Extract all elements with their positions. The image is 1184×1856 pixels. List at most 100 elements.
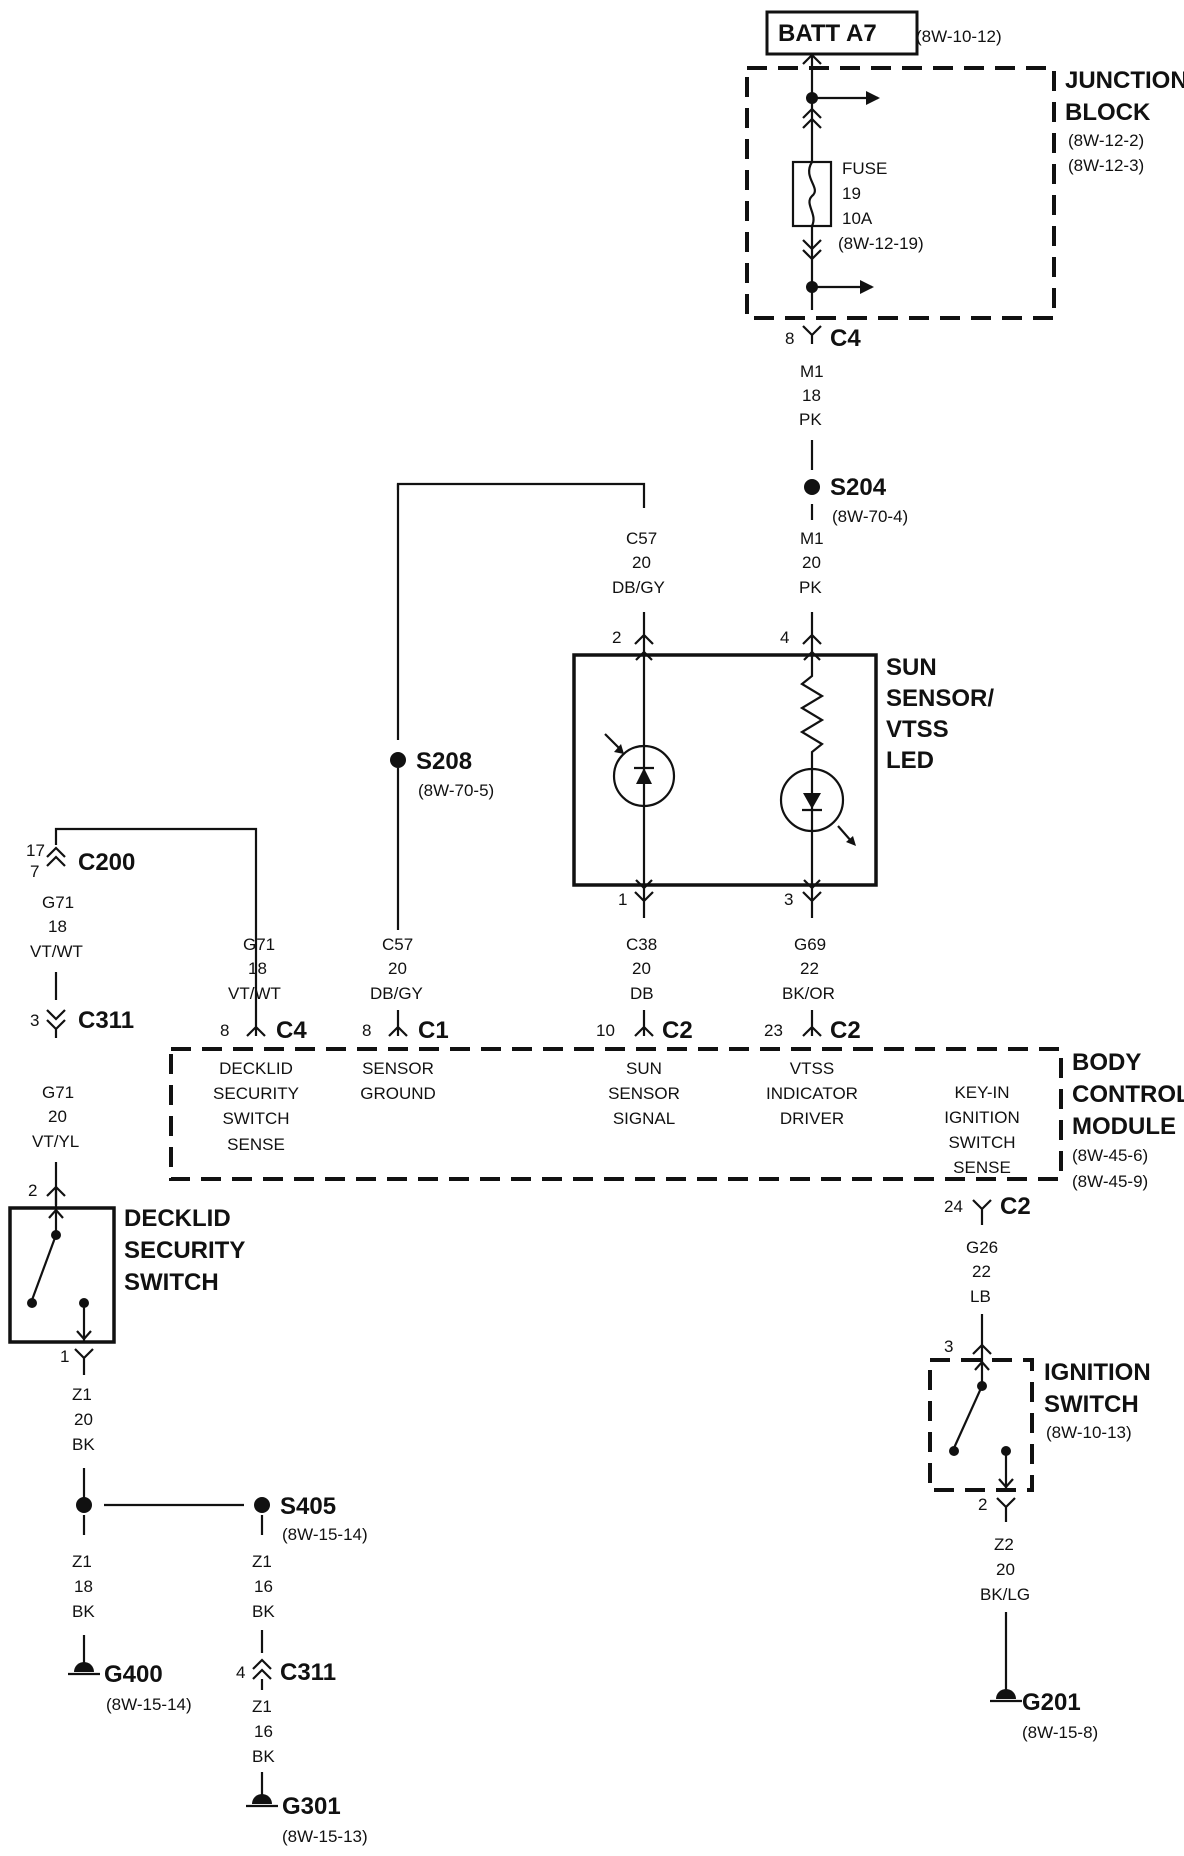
wire-g71c-gauge: 18 xyxy=(248,959,267,978)
decklid-title-3: SWITCH xyxy=(124,1269,219,1296)
ignition-pin-2-connector xyxy=(996,1497,1016,1522)
splice-s208 xyxy=(390,752,406,768)
junction-feed-wire xyxy=(802,53,880,162)
wire-g71b-color: VT/YL xyxy=(32,1132,79,1151)
wire-c57b-gauge: 20 xyxy=(388,959,407,978)
wire-z1b-circuit: Z1 xyxy=(72,1552,92,1571)
wire-c57-top-circuit: C57 xyxy=(626,529,657,548)
decklid-pin-1: 1 xyxy=(60,1347,69,1366)
g400-label: G400 xyxy=(104,1661,163,1688)
bcm-c4-func-2: SECURITY xyxy=(213,1084,299,1103)
g400-ref: (8W-15-14) xyxy=(106,1695,192,1714)
wire-m1a-gauge: 18 xyxy=(802,386,821,405)
photodiode-symbol xyxy=(604,650,676,890)
sun-sensor-pin-1-connector xyxy=(634,885,654,918)
ignition-switch-symbol xyxy=(949,1360,1014,1490)
bcm-c2-vtss-pin: 23 xyxy=(764,1021,783,1040)
bcm-keyin-func-4: SENSE xyxy=(953,1158,1011,1177)
ground-g400-symbol xyxy=(68,1662,100,1676)
wire-g26-color: LB xyxy=(970,1287,991,1306)
ground-g301-symbol xyxy=(246,1794,278,1808)
wire-z2-circuit: Z2 xyxy=(994,1535,1014,1554)
junction-block-ref-1: (8W-12-2) xyxy=(1068,131,1144,150)
c200-pin-b: 7 xyxy=(30,862,39,881)
bcm-c4-label: C4 xyxy=(276,1017,307,1044)
ignition-pin-3-connector xyxy=(972,1343,992,1360)
wire-z1b-gauge: 18 xyxy=(74,1577,93,1596)
s405-ref: (8W-15-14) xyxy=(282,1525,368,1544)
bcm-c4-func-3: SWITCH xyxy=(222,1109,289,1128)
bcm-c4-pin: 8 xyxy=(220,1021,229,1040)
bcm-c4-func-1: DECKLID xyxy=(219,1059,293,1078)
bcm-keyin-func-3: SWITCH xyxy=(948,1133,1015,1152)
wire-m1a-color: PK xyxy=(799,410,822,429)
bcm-vtss-func-1: VTSS xyxy=(790,1059,834,1078)
sun-sensor-pin-1: 1 xyxy=(618,890,627,909)
wire-z1c-circuit: Z1 xyxy=(252,1552,272,1571)
junction-block-ref-2: (8W-12-3) xyxy=(1068,156,1144,175)
fuse-label-2: 19 xyxy=(842,184,861,203)
fuse-symbol xyxy=(791,160,833,228)
wire-c57b-color: DB/GY xyxy=(370,984,423,1003)
wire-g71-loop xyxy=(54,827,258,1015)
junction-block-title-2: BLOCK xyxy=(1065,99,1151,126)
wire-g71a-circuit: G71 xyxy=(42,893,74,912)
vtss-led-symbol xyxy=(779,650,856,890)
wire-c57b-circuit: C57 xyxy=(382,935,413,954)
wire-m1a-circuit: M1 xyxy=(800,362,824,381)
bcm-sun-func-3: SIGNAL xyxy=(613,1109,675,1128)
ignition-title-1: IGNITION xyxy=(1044,1359,1151,1386)
wire-z1b-color: BK xyxy=(72,1602,95,1621)
wire-c38-gauge: 20 xyxy=(632,959,651,978)
c311-b-pin: 4 xyxy=(236,1663,245,1682)
wire-z1a-color: BK xyxy=(72,1435,95,1454)
wire-m1b-circuit: M1 xyxy=(800,529,824,548)
c311-a-label: C311 xyxy=(78,1007,134,1034)
c200-connector xyxy=(46,846,66,867)
c311-a-pin: 3 xyxy=(30,1011,39,1030)
bcm-c2-sun-label: C2 xyxy=(662,1017,693,1044)
wire-z2-gauge: 20 xyxy=(996,1560,1015,1579)
bcm-keyin-connector xyxy=(972,1199,992,1225)
wire-z1d-circuit: Z1 xyxy=(252,1697,272,1716)
fuse-label-1: FUSE xyxy=(842,159,887,178)
c200-pin-a: 17 xyxy=(26,841,45,860)
wire-g26-circuit: G26 xyxy=(966,1238,998,1257)
wire-m1b-gauge: 20 xyxy=(802,553,821,572)
wire-z1a-circuit: Z1 xyxy=(72,1385,92,1404)
bcm-vtss-func-2: INDICATOR xyxy=(766,1084,858,1103)
splice-junction xyxy=(76,1497,92,1513)
bcm-keyin-func-2: IGNITION xyxy=(944,1108,1020,1127)
wire-c57-top-route xyxy=(396,482,646,508)
wire-g69-gauge: 22 xyxy=(800,959,819,978)
sun-sensor-title-3: VTSS xyxy=(886,716,949,743)
sun-sensor-pin-2: 2 xyxy=(612,628,621,647)
bcm-ref-2: (8W-45-9) xyxy=(1072,1172,1148,1191)
ignition-title-2: SWITCH xyxy=(1044,1391,1139,1418)
sun-sensor-pin-3: 3 xyxy=(784,890,793,909)
bcm-c4-connector xyxy=(246,1015,266,1037)
s208-label: S208 xyxy=(416,748,472,775)
splice-s405 xyxy=(254,1497,270,1513)
bcm-keyin-pin: 24 xyxy=(944,1197,963,1216)
junction-block-title-1: JUNCTION xyxy=(1065,67,1184,94)
c200-label: C200 xyxy=(78,849,135,876)
wire-z1c-gauge: 16 xyxy=(254,1577,273,1596)
decklid-switch-symbol xyxy=(27,1208,92,1342)
decklid-title-2: SECURITY xyxy=(124,1237,245,1264)
g301-ref: (8W-15-13) xyxy=(282,1827,368,1846)
sun-sensor-title-4: LED xyxy=(886,747,934,774)
bcm-c2-sun-connector xyxy=(634,1010,654,1037)
bcm-keyin-label: C2 xyxy=(1000,1193,1031,1220)
wire-z2-color: BK/LG xyxy=(980,1585,1030,1604)
g201-ref: (8W-15-8) xyxy=(1022,1723,1098,1742)
bcm-sun-func-2: SENSOR xyxy=(608,1084,680,1103)
c311-b-connector xyxy=(252,1658,272,1690)
fuse-label-4: (8W-12-19) xyxy=(838,234,924,253)
wire-z1d-gauge: 16 xyxy=(254,1722,273,1741)
battery-ref: (8W-10-12) xyxy=(916,27,1002,46)
bcm-sun-func-1: SUN xyxy=(626,1059,662,1078)
battery-label: BATT A7 xyxy=(778,20,877,47)
bcm-vtss-func-3: DRIVER xyxy=(780,1109,844,1128)
bcm-title-2: CONTROL xyxy=(1072,1081,1184,1108)
